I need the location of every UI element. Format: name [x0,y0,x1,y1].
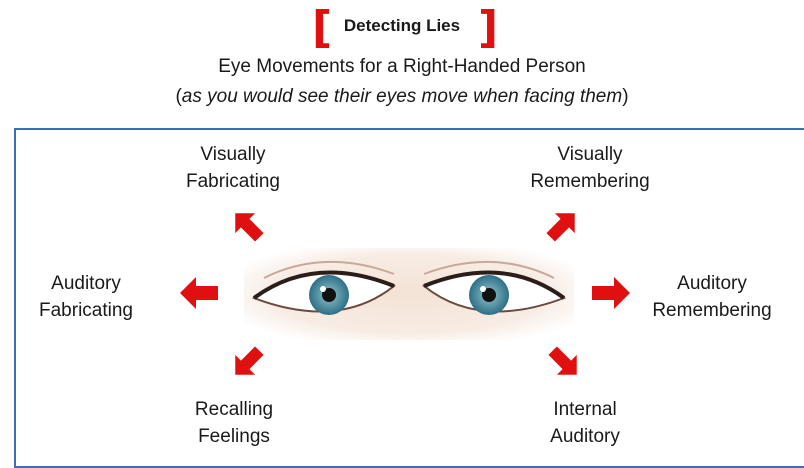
page-title: Detecting Lies [0,16,804,36]
label-auditory-remembering: Auditory Remembering [612,270,804,324]
label-internal-auditory: Internal Auditory [485,396,685,450]
arrow-right-icon [586,271,634,315]
arrow-left-icon [176,271,224,315]
label-visually-fabricating: Visually Fabricating [133,141,333,195]
arrow-down-right-icon [542,340,586,384]
subtitle-note-italic: as you would see their eyes move when fa… [182,86,622,107]
arrow-up-left-icon [226,204,270,248]
arrow-down-left-icon [226,340,270,384]
subtitle-note: (as you would see their eyes move when f… [0,86,804,108]
eyes-image [244,248,574,340]
label-recalling-feelings: Recalling Feelings [134,396,334,450]
label-auditory-fabricating: Auditory Fabricating [0,270,186,324]
label-visually-remembering: Visually Remembering [490,141,690,195]
arrow-up-right-icon [540,204,584,248]
subtitle: Eye Movements for a Right-Handed Person [0,56,804,78]
